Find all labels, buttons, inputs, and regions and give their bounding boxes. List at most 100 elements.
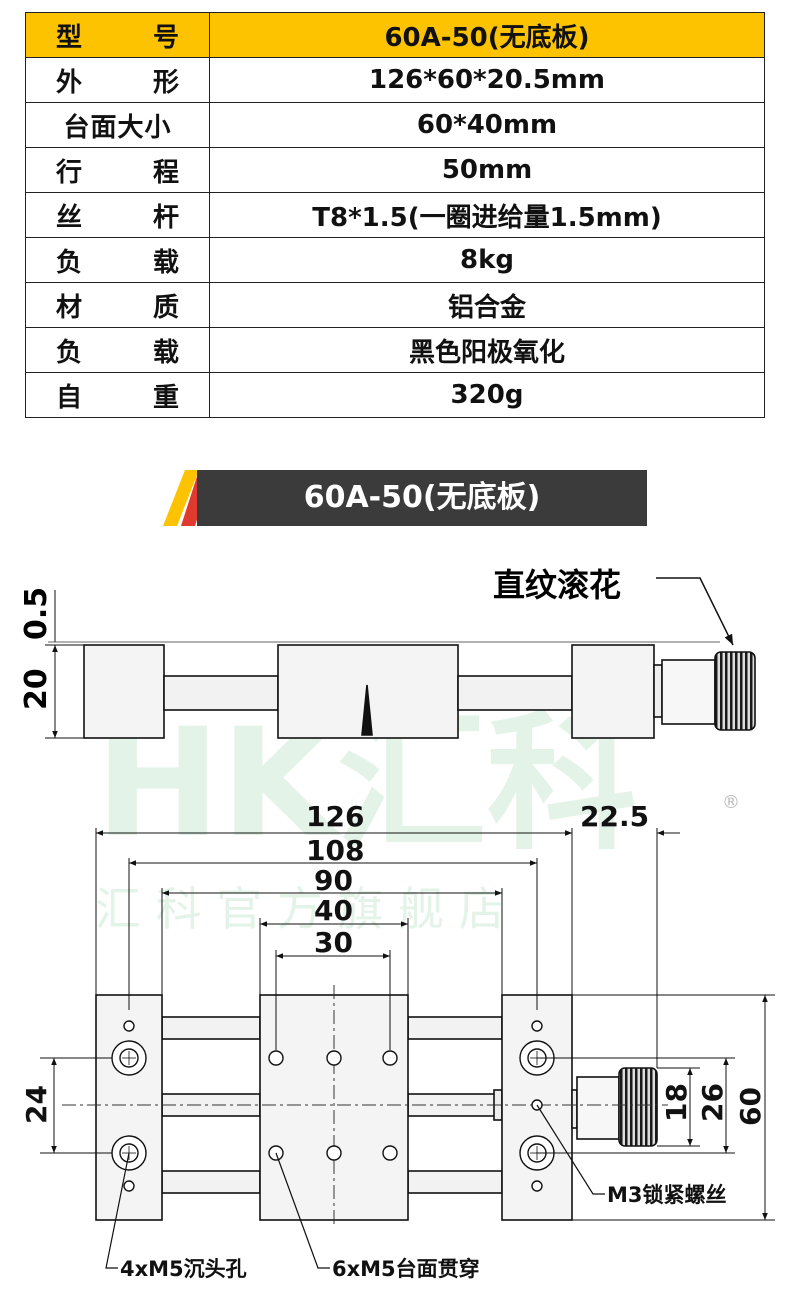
spec-key-text: 负载 bbox=[26, 242, 209, 279]
callout-labels: M3锁紧螺丝 4xM5沉头孔 6xM5台面贯穿 bbox=[120, 1183, 727, 1281]
small-hole bbox=[123, 1020, 135, 1032]
centerlines bbox=[62, 985, 668, 1228]
spec-key: 负载 bbox=[25, 327, 210, 373]
spec-key: 材质 bbox=[25, 282, 210, 328]
spec-key-text: 负载 bbox=[26, 332, 209, 369]
table-hole bbox=[326, 1145, 342, 1161]
spec-value: 60*40mm bbox=[209, 102, 765, 148]
spec-key-char: 程 bbox=[152, 157, 179, 188]
banner-title: 60A-50(无底板) bbox=[303, 480, 541, 515]
spec-key: 丝杆 bbox=[25, 192, 210, 238]
spec-value: 铝合金 bbox=[209, 282, 765, 328]
spec-row: 材质 铝合金 bbox=[25, 282, 765, 328]
table-hole bbox=[382, 1050, 398, 1066]
spec-key: 外形 bbox=[25, 57, 210, 103]
spec-row: 行程 50mm bbox=[25, 147, 765, 193]
table-hole bbox=[268, 1050, 284, 1066]
section-banner: 60A-50(无底板) bbox=[143, 470, 647, 526]
dim-18: 18 bbox=[660, 1083, 693, 1122]
spec-key-char: 形 bbox=[152, 67, 179, 98]
dim-90: 90 bbox=[314, 864, 353, 897]
spec-value: 50mm bbox=[209, 147, 765, 193]
side-table-marker bbox=[361, 684, 373, 736]
spec-row: 外形 126*60*20.5mm bbox=[25, 57, 765, 103]
dim-30: 30 bbox=[314, 926, 353, 959]
spec-value: 320g bbox=[209, 372, 765, 418]
spec-row: 负载 黑色阳极氧化 bbox=[25, 327, 765, 373]
side-rod-left bbox=[163, 675, 279, 711]
spec-key-char: 行 bbox=[56, 157, 83, 188]
spec-key: 台面大小 bbox=[25, 102, 210, 148]
banner-stripe-yellow bbox=[163, 470, 199, 526]
spec-key-char: 自 bbox=[56, 382, 83, 413]
spec-key-text: 外形 bbox=[26, 62, 209, 99]
spec-key-char: 载 bbox=[152, 247, 179, 278]
top-end-block-left bbox=[95, 994, 163, 1221]
spec-key-char: 重 bbox=[152, 382, 179, 413]
top-table bbox=[259, 994, 409, 1221]
spec-row: 丝杆 T8*1.5(一圈进给量1.5mm) bbox=[25, 192, 765, 238]
spec-key: 行程 bbox=[25, 147, 210, 193]
dim-0-5-side: 0.5 bbox=[19, 587, 54, 640]
spec-key-char: 质 bbox=[152, 292, 179, 323]
knurl-label: 直纹滚花 bbox=[493, 566, 621, 604]
dim-26: 26 bbox=[696, 1083, 729, 1122]
spec-key: 自重 bbox=[25, 372, 210, 418]
side-knob-body bbox=[661, 659, 716, 725]
table-hole bbox=[382, 1145, 398, 1161]
banner-background bbox=[197, 470, 647, 526]
label-m5-through: 6xM5台面贯穿 bbox=[332, 1257, 480, 1281]
top-rod-lower-right bbox=[407, 1170, 503, 1194]
dim-108: 108 bbox=[306, 834, 364, 867]
spec-row: 负载 8kg bbox=[25, 237, 765, 283]
m3-leader bbox=[536, 1104, 605, 1195]
spec-key-text: 材质 bbox=[26, 287, 209, 324]
top-view bbox=[95, 994, 658, 1221]
top-dimension-lines bbox=[40, 828, 775, 1221]
small-hole bbox=[531, 1020, 543, 1032]
spec-key-char: 负 bbox=[56, 247, 83, 278]
top-rod-upper-right bbox=[407, 1016, 503, 1040]
dim-126: 126 bbox=[306, 800, 364, 833]
spec-key-char: 外 bbox=[56, 67, 83, 98]
spec-key: 型号 bbox=[25, 12, 210, 58]
side-rod-right bbox=[457, 675, 573, 711]
callout-leaders bbox=[105, 1104, 605, 1269]
side-view bbox=[48, 641, 756, 739]
side-end-block-right bbox=[571, 644, 655, 739]
side-shaft-collar bbox=[653, 664, 663, 718]
spec-value: 8kg bbox=[209, 237, 765, 283]
knurl-leader bbox=[656, 577, 734, 646]
spec-key-char: 材 bbox=[56, 292, 83, 323]
dim-22-5: 22.5 bbox=[580, 800, 649, 833]
side-knurled-knob bbox=[714, 651, 756, 731]
spec-key-text: 台面大小 bbox=[63, 112, 172, 143]
top-knurled-knob bbox=[618, 1067, 658, 1147]
small-hole bbox=[531, 1180, 543, 1192]
registered-mark: ® bbox=[722, 792, 740, 813]
spec-row: 自重 320g bbox=[25, 372, 765, 418]
spec-key-text: 型号 bbox=[26, 17, 209, 54]
spec-key-char: 号 bbox=[152, 22, 179, 53]
spec-key-text: 自重 bbox=[26, 377, 209, 414]
top-knob-body bbox=[576, 1076, 620, 1140]
top-dimension-texts: 126 108 90 40 30 22.5 24 18 26 60 bbox=[20, 800, 767, 1126]
spec-value: T8*1.5(一圈进给量1.5mm) bbox=[209, 192, 765, 238]
spec-key-char: 型 bbox=[56, 22, 83, 53]
spec-row: 型号 60A-50(无底板) bbox=[25, 12, 765, 58]
spec-key-text: 丝杆 bbox=[26, 197, 209, 234]
small-hole bbox=[123, 1180, 135, 1192]
spec-key-text: 行程 bbox=[26, 152, 209, 189]
side-end-block-left bbox=[83, 644, 165, 739]
side-dimensions bbox=[45, 590, 84, 739]
spec-key-char: 丝 bbox=[56, 202, 83, 233]
spec-table: 型号 60A-50(无底板) 外形 126*60*20.5mm 台面大小 60*… bbox=[25, 12, 765, 418]
m5-through-leader bbox=[275, 1152, 330, 1269]
watermark-shop: 汇 科 官 方 旗 舰 店 bbox=[95, 882, 505, 936]
dim-20-side: 20 bbox=[19, 668, 54, 710]
spec-row: 台面大小 60*40mm bbox=[25, 102, 765, 148]
table-hole bbox=[326, 1050, 342, 1066]
top-rod-lower-left bbox=[161, 1170, 261, 1194]
spec-key-char: 负 bbox=[56, 337, 83, 368]
spec-value: 黑色阳极氧化 bbox=[209, 327, 765, 373]
